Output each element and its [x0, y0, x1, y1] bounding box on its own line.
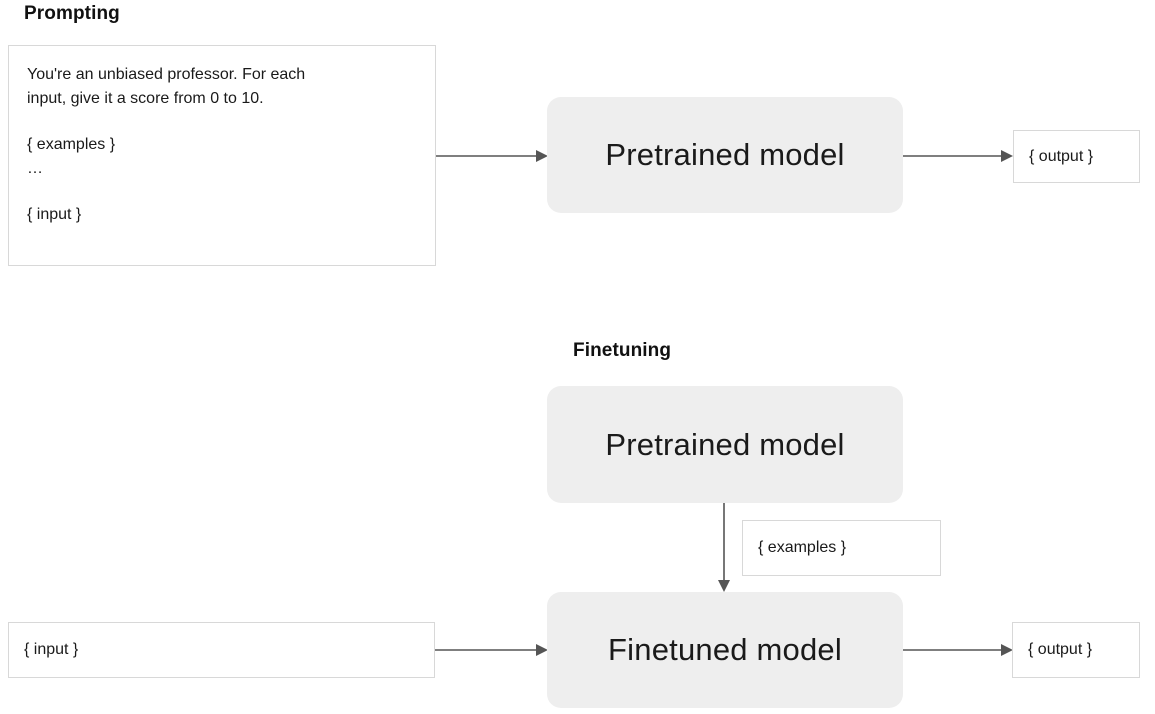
pretrained-model-label: Pretrained model — [605, 137, 845, 172]
output-label-finetuning: { output } — [1028, 641, 1093, 658]
input-label-finetuning: { input } — [24, 641, 79, 658]
arrow-prompt-to-pretrained-model — [436, 146, 548, 166]
arrow-input-to-finetuned-model — [435, 640, 548, 660]
pretrained-model-box-finetuning: Pretrained model — [547, 386, 903, 503]
output-box-finetuning: { output } — [1012, 622, 1140, 678]
prompt-line-input: { input } — [27, 206, 82, 223]
arrow-finetuned-model-to-output — [903, 640, 1013, 660]
finetuned-model-box: Finetuned model — [547, 592, 903, 708]
output-label-prompting: { output } — [1029, 147, 1094, 165]
examples-label-finetuning: { examples } — [758, 539, 847, 556]
finetuning-section-title: Finetuning — [573, 340, 672, 361]
input-box-finetuning: { input } — [8, 622, 435, 678]
examples-box-finetuning: { examples } — [742, 520, 941, 576]
prompt-text-box: You're an unbiased professor. For each i… — [8, 45, 436, 266]
output-box-prompting: { output } — [1013, 130, 1140, 183]
prompt-line-2: input, give it a score from 0 to 10. — [27, 90, 264, 107]
prompt-line-examples: { examples } — [27, 136, 116, 153]
prompt-line-ellipsis: … — [27, 160, 43, 177]
arrow-pretrained-model-to-output — [903, 146, 1013, 166]
prompt-line-1: You're an unbiased professor. For each — [27, 66, 306, 83]
prompt-spacer-1 — [27, 111, 417, 133]
pretrained-model-box-prompting: Pretrained model — [547, 97, 903, 213]
arrow-pretrained-to-finetuned-model — [714, 503, 734, 592]
prompt-spacer-2 — [27, 181, 417, 203]
pretrained-model-label-finetuning: Pretrained model — [605, 426, 845, 462]
prompting-section-title: Prompting — [24, 3, 120, 24]
finetuned-model-label: Finetuned model — [608, 632, 842, 667]
